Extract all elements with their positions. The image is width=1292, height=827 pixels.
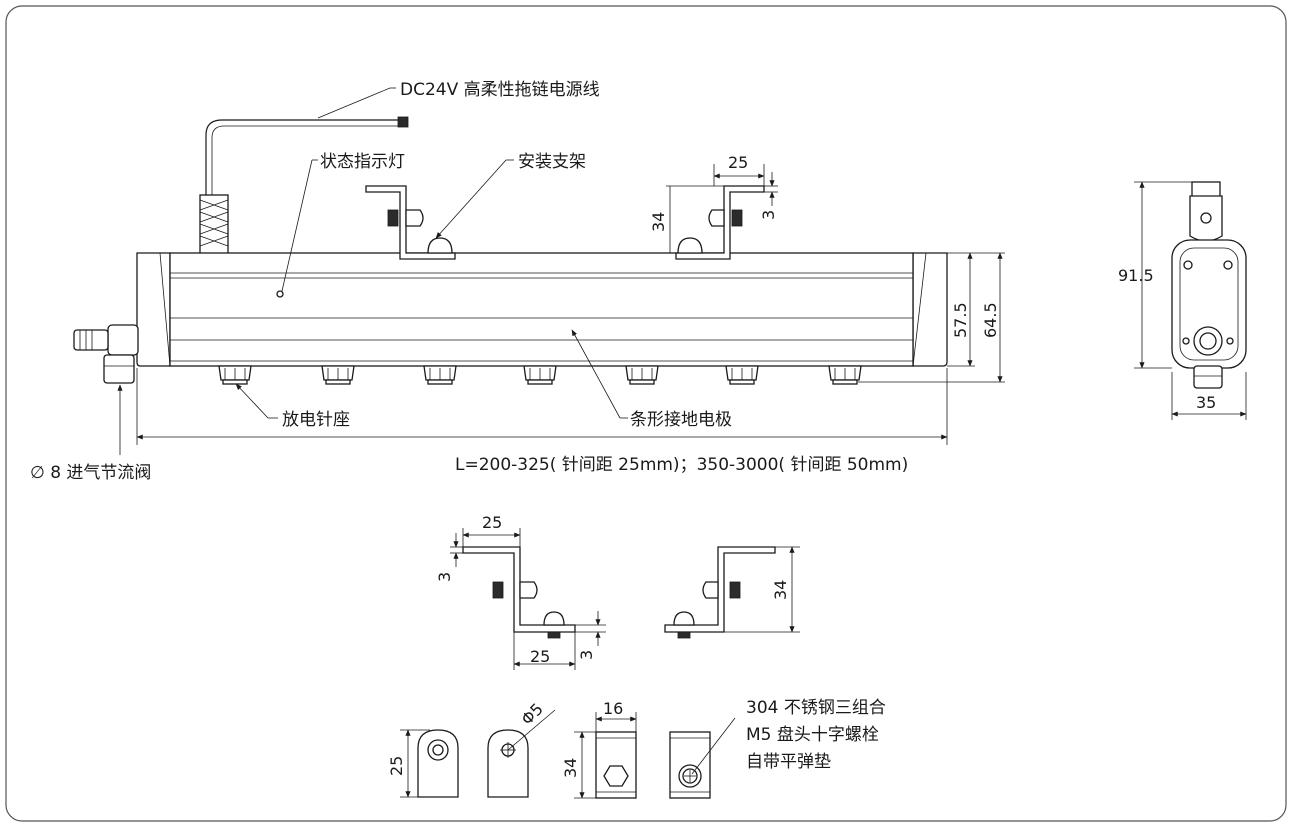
ion-bar-front-view [73,116,1005,445]
air-valve-fitting [73,324,139,384]
drawing-border [5,5,1287,822]
detail-top-width-dim: 25 [482,513,502,532]
mount-bracket-left [365,185,456,260]
tab-height-dim: 25 [387,756,406,776]
bracket-width-dim: 25 [728,153,748,172]
side-width-dim: 35 [1196,393,1216,412]
power-cable-label: DC24V 高柔性拖链电源线 [400,80,600,100]
ground-electrode-label: 条形接地电极 [630,410,732,430]
right-end-cap [912,252,948,367]
bracket-detail-right [664,546,800,639]
tab-view-2 [487,709,556,798]
leader-lines [117,87,628,455]
status-light-label: 状态指示灯 [320,152,405,172]
left-end-cap [136,252,171,367]
tab-view-4 [669,717,736,799]
needle-seats [218,365,862,385]
side-height-dim: 91.5 [1118,266,1154,285]
tab-view-3 [574,712,637,799]
detail-thickness-bottom-dim: 3 [577,650,596,660]
air-valve-label: ∅ 8 进气节流阀 [30,463,151,483]
detail-thickness-top-dim: 3 [435,572,454,582]
detail-bottom-width-dim: 25 [530,647,550,666]
hole-diameter-dim: Φ5 [517,699,547,729]
side-view [1134,181,1247,420]
status-light-dot [276,290,284,298]
bar-height-outer-dim: 64.5 [981,302,1000,338]
tab-width-dim: 16 [603,699,623,718]
mount-bracket-right [675,185,765,260]
fastener-spec-line2: M5 盘头十字螺栓 [746,725,879,745]
bracket-thickness-dim: 3 [759,210,778,220]
fastener-spec-line1: 304 不锈钢三组合 [746,698,886,718]
bracket-height-dim: 34 [649,212,668,232]
cable-strain-relief [199,194,229,256]
length-note: L=200-325( 针间距 25mm)；350-3000( 针间距 50mm) [455,455,908,475]
bracket-detail-left [450,528,606,670]
bar-height-inner-dim: 57.5 [951,302,970,338]
tab-total-height-dim: 34 [561,758,580,778]
detail-height-dim: 34 [771,580,790,600]
bar-body [169,252,914,367]
needle-seat-label: 放电针座 [282,410,350,430]
tab-view-1 [400,729,459,798]
fastener-spec-line3: 自带平弹垫 [746,752,831,772]
mount-bracket-label: 安装支架 [518,152,586,172]
power-cable [205,119,405,195]
